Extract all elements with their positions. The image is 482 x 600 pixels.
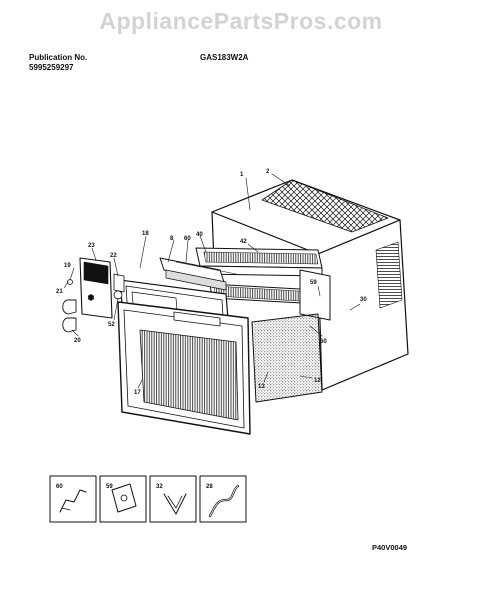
callout-1: 1 xyxy=(240,172,244,178)
callout-40: 40 xyxy=(196,232,203,238)
callout-8: 8 xyxy=(170,236,174,242)
front-panel xyxy=(117,301,251,435)
chassis-brackets xyxy=(195,247,331,321)
publication-number: 5995259297 xyxy=(29,63,74,72)
leader-lines xyxy=(63,173,361,389)
inset-label-32: 32 xyxy=(156,484,163,490)
inset-label-28: 28 xyxy=(206,484,213,490)
publication-label: Publication No. xyxy=(29,53,88,62)
inset-label-59: 59 xyxy=(106,484,113,490)
callouts: 1 2 42 59 30 60 12 13 40 60 8 18 23 22 1… xyxy=(56,169,367,396)
inset-label-60: 60 xyxy=(56,484,63,490)
callout-20: 20 xyxy=(74,338,81,344)
callout-60b: 60 xyxy=(184,236,191,242)
control-panel: ✱ xyxy=(79,257,125,319)
svg-text:✱: ✱ xyxy=(88,294,94,302)
inset-box-60: 60 xyxy=(49,475,97,523)
callout-30: 30 xyxy=(360,297,367,303)
callout-13: 13 xyxy=(258,384,265,390)
callout-12: 12 xyxy=(314,378,321,384)
watermark: AppliancePartsPros.com xyxy=(99,8,383,34)
vent-louvers xyxy=(159,257,237,291)
callout-23: 23 xyxy=(88,243,95,249)
callout-2: 2 xyxy=(266,169,270,175)
callout-22: 22 xyxy=(110,253,117,259)
figure-code: P40V0049 xyxy=(372,543,408,552)
model-number: GAS183W2A xyxy=(200,53,249,62)
control-knobs xyxy=(62,279,77,333)
air-filter xyxy=(251,313,323,403)
inset-detail-boxes: 60 59 32 28 xyxy=(49,475,247,523)
inset-box-28: 28 xyxy=(199,475,247,523)
callout-52: 52 xyxy=(108,322,115,328)
callout-19: 19 xyxy=(64,263,71,269)
callout-42: 42 xyxy=(240,239,247,245)
callout-17: 17 xyxy=(134,390,141,396)
callout-18: 18 xyxy=(142,231,149,237)
callout-59: 59 xyxy=(310,280,317,286)
callout-60: 60 xyxy=(320,339,327,345)
cabinet xyxy=(211,179,409,391)
callout-21: 21 xyxy=(56,289,63,295)
inset-box-59: 59 xyxy=(99,475,147,523)
inset-box-32: 32 xyxy=(149,475,197,523)
